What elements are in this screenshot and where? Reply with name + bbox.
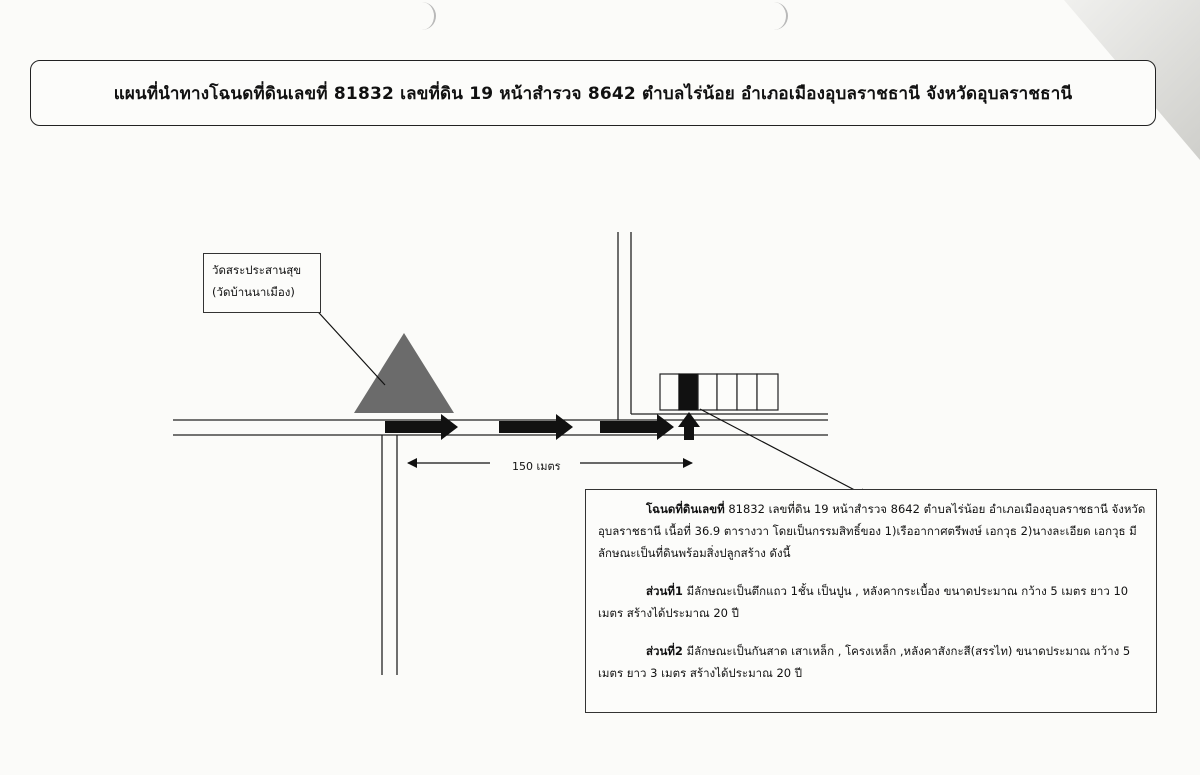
map-title: แผนที่นำทางโฉนดที่ดินเลขที่ 81832 เลขที่… [113, 83, 1073, 104]
part1-paragraph: ส่วนที่1 มีลักษณะเป็นตึกแถว 1ชั้น เป็นปู… [598, 580, 1146, 624]
temple-alt-name: (วัดบ้านนาเมือง) [212, 285, 295, 299]
part1-heading: ส่วนที่1 [646, 584, 683, 598]
part2-text: มีลักษณะเป็นกันสาด เสาเหล็ก , โครงเหล็ก … [598, 644, 1131, 680]
subject-shophouse-unit [678, 373, 699, 411]
deed-heading: โฉนดที่ดินเลขที่ [646, 502, 725, 516]
temple-label-box: วัดสระประสานสุข (วัดบ้านนาเมือง) [203, 253, 321, 313]
temple-triangle-icon [354, 333, 454, 413]
title-box: แผนที่นำทางโฉนดที่ดินเลขที่ 81832 เลขที่… [30, 60, 1156, 126]
shophouse-row [659, 373, 779, 411]
route-arrow-2 [499, 414, 573, 440]
route-arrow-1 [385, 414, 458, 440]
deed-paragraph: โฉนดที่ดินเลขที่ 81832 เลขที่ดิน 19 หน้า… [598, 498, 1146, 564]
shophouse-unit [736, 373, 758, 411]
part1-text: มีลักษณะเป็นตึกแถว 1ชั้น เป็นปูน , หลังค… [598, 584, 1129, 620]
shophouse-unit [697, 373, 718, 411]
route-arrow-3 [600, 414, 674, 440]
shophouse-unit [716, 373, 738, 411]
subject-leader-line [699, 408, 869, 498]
punch-hole-right [772, 2, 788, 30]
property-description-box: โฉนดที่ดินเลขที่ 81832 เลขที่ดิน 19 หน้า… [585, 489, 1157, 713]
part2-paragraph: ส่วนที่2 มีลักษณะเป็นกันสาด เสาเหล็ก , โ… [598, 640, 1146, 684]
temple-name: วัดสระประสานสุข [212, 263, 302, 277]
destination-up-arrow [678, 412, 700, 440]
punch-hole-left [420, 2, 436, 30]
shophouse-unit [659, 373, 680, 411]
distance-label: 150 เมตร [508, 457, 565, 475]
deed-text: 81832 เลขที่ดิน 19 หน้าสำรวจ 8642 ตำบลไร… [598, 502, 1146, 560]
shophouse-unit [756, 373, 779, 411]
part2-heading: ส่วนที่2 [646, 644, 683, 658]
